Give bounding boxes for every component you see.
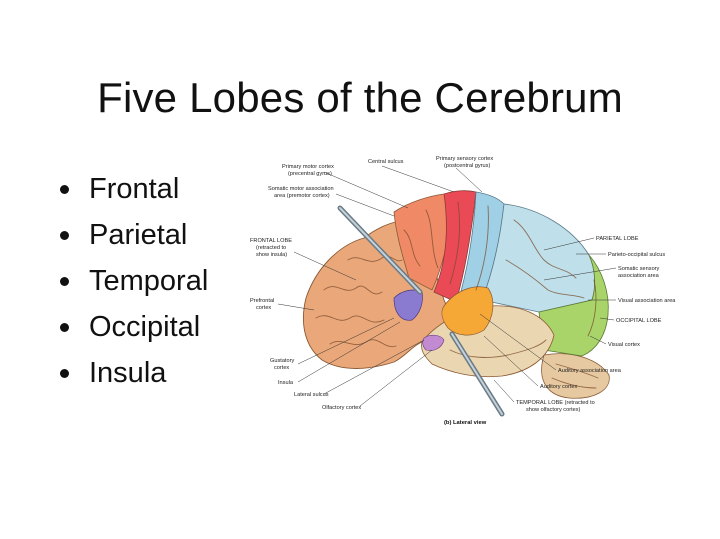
label-primary-motor: Primary motor cortex [282,164,334,170]
label-lateral-sulcus: Lateral sulcus [294,392,329,398]
temporal-retractor [451,333,503,415]
bullet-icon [60,184,69,194]
bullet-list: Frontal Parietal Temporal Occipital Insu… [60,166,208,396]
label-somatic-sensory-sub: association area [618,273,660,279]
bullet-item: Insula [60,350,208,396]
label-temporal-lobe-sub: show olfactory cortex) [526,407,581,413]
label-primary-sensory: Primary sensory cortex [436,156,493,162]
bullet-item: Parietal [60,212,208,258]
label-occipital-lobe: OCCIPITAL LOBE [616,318,662,324]
bullet-text: Parietal [89,219,188,251]
label-frontal-lobe: FRONTAL LOBE [250,238,292,244]
bullet-icon [60,368,69,378]
label-primary-motor-sub: (precentral gyrus) [288,171,332,177]
label-gustatory: Gustatory [270,358,294,364]
frontal-retractor [339,207,421,293]
label-auditory-cortex: Auditory cortex [540,384,578,390]
label-parietal-lobe: PARIETAL LOBE [596,236,639,242]
slide-title: Five Lobes of the Cerebrum [97,74,623,121]
label-prefrontal: Prefrontal [250,298,274,304]
bullet-icon [60,276,69,286]
label-auditory-association: Auditory association area [558,368,622,374]
label-somatic-sensory: Somatic sensory [618,266,660,272]
label-prefrontal-sub: cortex [256,305,271,311]
label-visual-cortex: Visual cortex [608,342,640,348]
insula [393,289,423,321]
label-olfactory-cortex: Olfactory cortex [322,405,361,411]
label-primary-sensory-sub: (postcentral gyrus) [444,163,490,169]
label-somatic-motor: Somatic motor association [268,186,334,192]
label-frontal-lobe-sub2: show insula) [256,252,287,258]
label-central-sulcus: Central sulcus [368,159,404,165]
brain-diagram: Primary motor cortex (precentral gyrus) … [250,156,676,426]
label-gustatory-sub: cortex [274,365,289,371]
label-somatic-motor-sub: area (premotor cortex) [274,193,330,199]
brain-figure: Primary motor cortex (precentral gyrus) … [244,150,704,440]
bullet-text: Insula [89,357,167,389]
label-visual-association: Visual association area [618,298,676,304]
bullet-text: Occipital [89,311,201,343]
label-parieto-occipital: Parieto-occipital sulcus [608,252,665,258]
cerebellum [541,353,610,399]
bullet-item: Frontal [60,166,208,212]
bullet-icon [60,230,69,240]
bullet-text: Frontal [89,173,180,205]
bullet-item: Temporal [60,258,208,304]
primary-motor-area [433,190,477,303]
bullet-item: Occipital [60,304,208,350]
bullet-text: Temporal [89,265,209,297]
label-temporal-lobe: TEMPORAL LOBE (retracted to [516,400,595,406]
bullet-icon [60,322,69,332]
label-insula: Insula [278,380,294,386]
figure-caption: (b) Lateral view [444,420,487,426]
auditory-area [441,286,494,336]
label-frontal-lobe-sub1: (retracted to [256,245,286,251]
olfactory-area [422,334,445,351]
